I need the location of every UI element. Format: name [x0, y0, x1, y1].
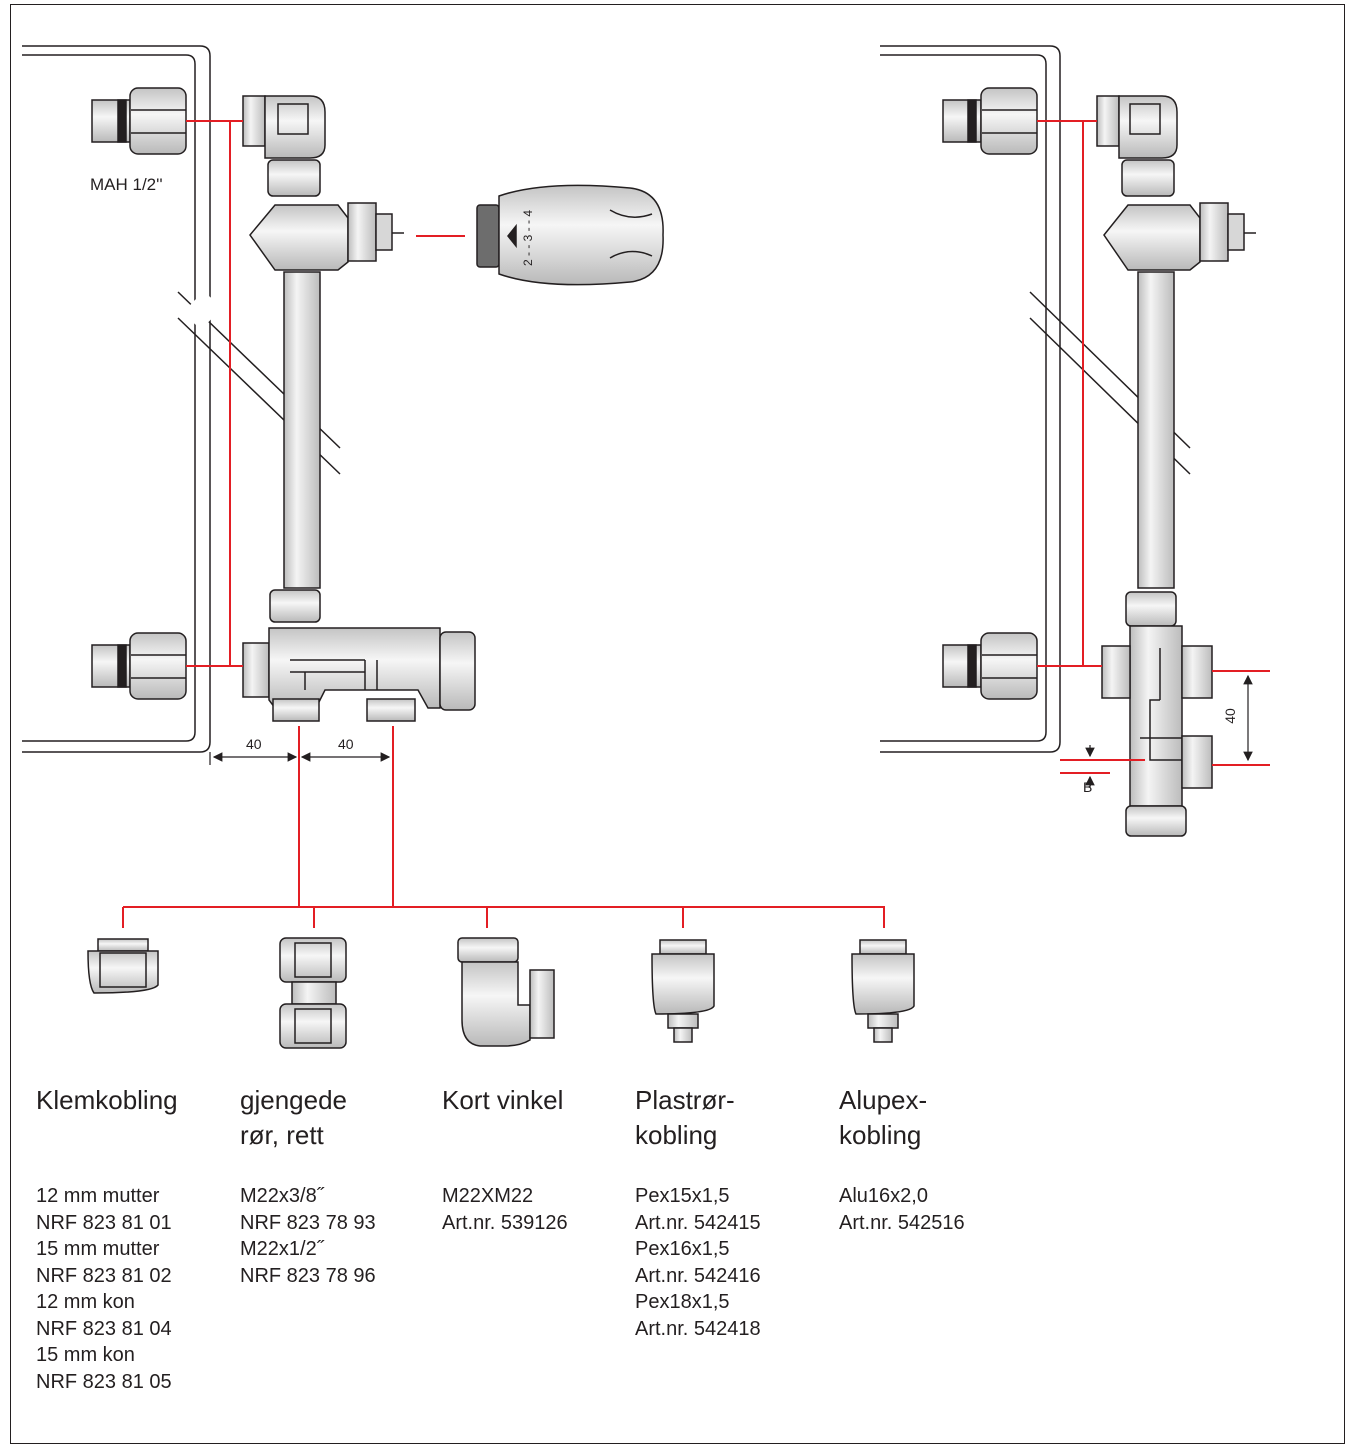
product-spec-line: NRF 823 81 05: [36, 1370, 172, 1393]
product-spec-line: Art.nr. 542516: [839, 1211, 965, 1234]
radiator-connector-top-right: [942, 87, 1038, 155]
product-spec-line: Art.nr. 539126: [442, 1211, 568, 1234]
dimension-label-left-2: 40: [338, 736, 354, 752]
product-spec-line: Art.nr. 542416: [635, 1264, 761, 1287]
product-spec-list: M22x3/8˝ NRF 823 78 93 M22x1/2˝ NRF 823 78 …: [240, 1183, 376, 1289]
fitting-kort-vinkel: [457, 937, 555, 1047]
product-spec-line: 15 mm mutter: [36, 1238, 160, 1260]
dimension-lines: [209, 674, 1253, 788]
product-spec-line: NRF 823 78 93: [240, 1211, 376, 1234]
radiator-connector-bottom-right: [942, 632, 1038, 700]
dimension-label-right: 40: [1221, 708, 1238, 724]
product-spec-line: Pex15x1,5: [635, 1185, 730, 1207]
radiator-connector-top-left: [91, 87, 187, 155]
b-label: B: [1083, 779, 1093, 795]
product-spec-line: Art.nr. 542415: [635, 1211, 761, 1234]
product-spec-line: M22XM22: [442, 1185, 534, 1207]
valve-assembly-left: [242, 95, 476, 722]
product-spec-line: Art.nr. 542418: [635, 1317, 761, 1340]
radiator-connector-bottom-left: [91, 632, 187, 700]
valve-assembly-right: [1096, 95, 1256, 837]
connection-lines: [122, 120, 1270, 928]
thermostat-scale: 2 - - 3 - - 4: [521, 210, 535, 266]
product-column-gjengede-ror: gjengede rør, rett M22x3/8˝ NRF 823 78 93…: [240, 1083, 376, 1287]
product-spec-line: Pex18x1,5: [635, 1291, 730, 1313]
product-title: Plastrør- kobling: [635, 1085, 735, 1150]
fitting-gjengede-ror: [279, 937, 347, 1049]
product-spec-line: M22x1/2˝: [240, 1238, 324, 1260]
product-spec-line: 12 mm mutter: [36, 1185, 160, 1207]
product-title: gjengede rør, rett: [240, 1085, 347, 1150]
product-spec-line: NRF 823 81 01: [36, 1211, 172, 1234]
product-spec-line: Pex16x1,5: [635, 1238, 730, 1260]
product-title: Alupex- kobling: [839, 1085, 928, 1150]
dimension-label-left-1: 40: [246, 736, 262, 752]
fitting-alupex: [851, 939, 915, 1043]
product-title: Klemkobling: [36, 1085, 178, 1115]
fitting-plastror: [651, 939, 715, 1043]
product-spec-line: 15 mm kon: [36, 1344, 135, 1366]
product-spec-line: NRF 823 81 04: [36, 1317, 172, 1340]
product-spec-line: Alu16x2,0: [839, 1185, 928, 1207]
mah-label: MAH 1/2'': [90, 175, 163, 194]
product-spec-line: NRF 823 81 02: [36, 1264, 172, 1287]
fitting-klemkobling: [87, 938, 159, 994]
page-border: [10, 4, 1345, 1444]
radiator-right: [880, 45, 1191, 753]
product-title: Kort vinkel: [442, 1085, 564, 1115]
product-spec-line: NRF 823 78 96: [240, 1264, 376, 1287]
product-spec-line: 12 mm kon: [36, 1291, 135, 1313]
product-spec-line: M22x3/8˝: [240, 1185, 324, 1207]
thermostat-head: 2 - - 3 - - 4: [476, 184, 664, 286]
